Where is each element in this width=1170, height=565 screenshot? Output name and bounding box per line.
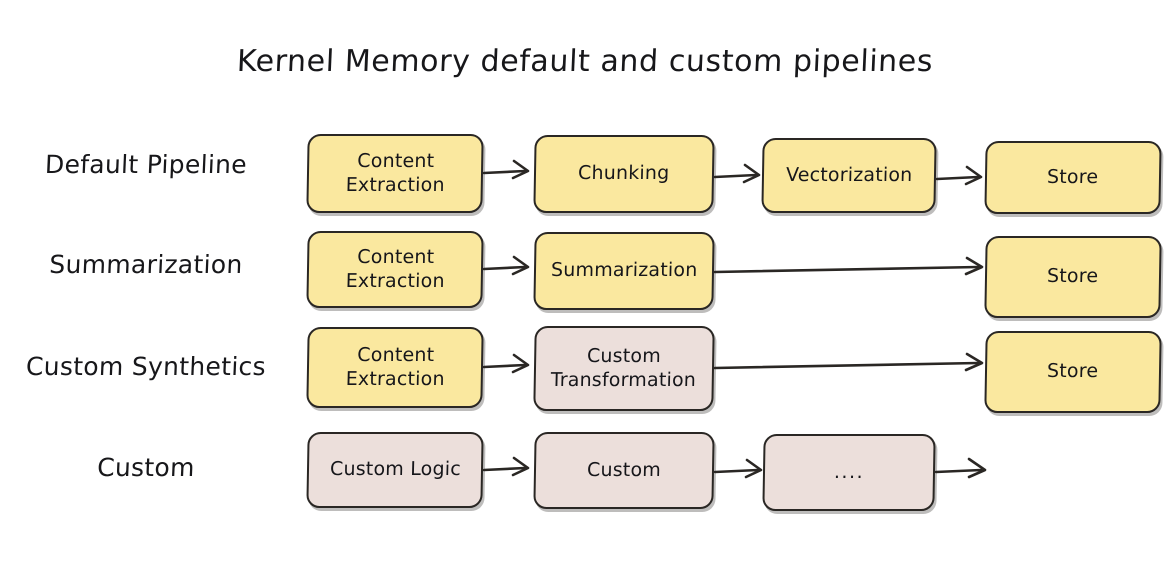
node-label: ....	[833, 460, 865, 483]
node-label: Custom Logic	[329, 458, 461, 481]
arrow-row1-chunking-to-vectorization	[713, 158, 766, 190]
arrow-row3-transformation-to-store	[713, 348, 990, 380]
arrow-row3-extraction-to-transformation	[482, 348, 535, 380]
node-store-row3[interactable]: Store	[984, 331, 1162, 413]
row-label-default-pipeline: Default Pipeline	[44, 150, 248, 179]
arrow-row4-logic-to-custom	[482, 451, 535, 483]
node-label: Vectorization	[785, 163, 913, 186]
row-label-custom: Custom	[96, 453, 196, 482]
arrow-row1-vectorization-to-store	[935, 160, 988, 192]
node-label: Store	[1047, 360, 1099, 383]
node-label: Store	[1047, 265, 1099, 288]
node-label: Summarization	[550, 259, 698, 282]
node-label: Store	[1047, 165, 1099, 188]
node-store-row1[interactable]: Store	[984, 141, 1162, 214]
arrow-row1-extraction-to-chunking	[482, 154, 535, 186]
node-label: Chunking	[578, 162, 670, 185]
node-label: Custom	[586, 458, 662, 481]
arrow-row4-custom-to-ellipsis	[713, 454, 768, 486]
node-store-row2[interactable]: Store	[984, 236, 1162, 318]
node-chunking-row1[interactable]: Chunking	[533, 135, 715, 213]
row-label-summarization: Summarization	[48, 250, 244, 279]
arrow-row2-extraction-to-summarization	[482, 250, 535, 282]
arrow-row4-open-end	[934, 454, 991, 486]
page-title: Kernel Memory default and custom pipelin…	[236, 44, 934, 79]
arrow-row2-summarization-to-store	[713, 252, 990, 284]
node-custom-logic-row4[interactable]: Custom Logic	[306, 432, 484, 508]
node-vectorization-row1[interactable]: Vectorization	[761, 138, 937, 213]
node-custom-row4[interactable]: Custom	[533, 432, 715, 509]
node-ellipsis-row4[interactable]: ....	[762, 434, 936, 511]
row-label-custom-synthetics: Custom Synthetics	[25, 352, 267, 381]
node-summarization-row2[interactable]: Summarization	[533, 232, 715, 310]
